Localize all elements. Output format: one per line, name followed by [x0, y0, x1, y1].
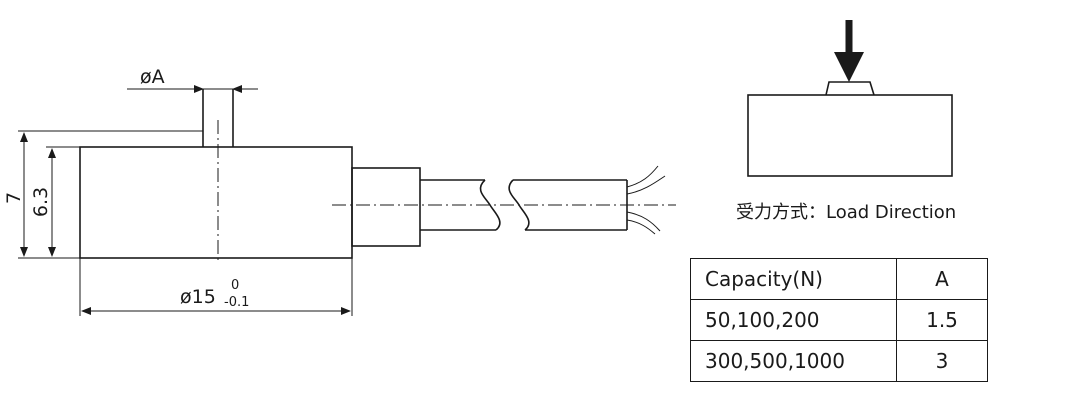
dimension-hole: øA — [127, 66, 258, 93]
dim-hole-label: øA — [140, 66, 165, 88]
table-header-row: Capacity(N) A — [690, 258, 988, 300]
load-direction-caption: 受力方式：Load Direction — [736, 202, 956, 223]
table-cell-a: 1.5 — [896, 299, 988, 341]
dim-body-height-label: 6.3 — [30, 187, 52, 217]
dim-total-height-label: 7 — [3, 192, 25, 204]
load-button-top — [825, 81, 875, 96]
table-row: 50,100,200 1.5 — [690, 299, 988, 341]
cable-wires — [626, 165, 666, 235]
table-header-capacity: Capacity(N) — [690, 258, 897, 300]
cable-segment-1 — [420, 179, 496, 231]
dimension-body-height: 6.3 — [30, 146, 80, 257]
load-button — [202, 89, 234, 147]
dimension-diameter: ø15 0 -0.1 — [79, 258, 353, 316]
load-view-body — [747, 94, 953, 177]
table-cell-a: 3 — [896, 340, 988, 382]
capacity-table: Capacity(N) A 50,100,200 1.5 300,500,100… — [690, 258, 988, 382]
dim-tolerance-lower: -0.1 — [224, 295, 249, 310]
table-cell-capacity: 50,100,200 — [690, 299, 897, 341]
cable-gland — [351, 167, 421, 247]
dim-diameter-label: ø15 — [180, 286, 216, 308]
dimension-total-height: 7 — [3, 130, 203, 259]
table-header-a: A — [896, 258, 988, 300]
table-row: 300,500,1000 3 — [690, 340, 988, 382]
side-view: øA 7 6.3 ø15 0 -0.1 — [3, 66, 676, 316]
table-cell-capacity: 300,500,1000 — [690, 340, 897, 382]
dim-tolerance-upper: 0 — [231, 278, 239, 293]
sensor-body — [79, 146, 353, 259]
load-direction-view: 受力方式：Load Direction — [736, 20, 956, 223]
load-arrow-head — [834, 52, 864, 82]
